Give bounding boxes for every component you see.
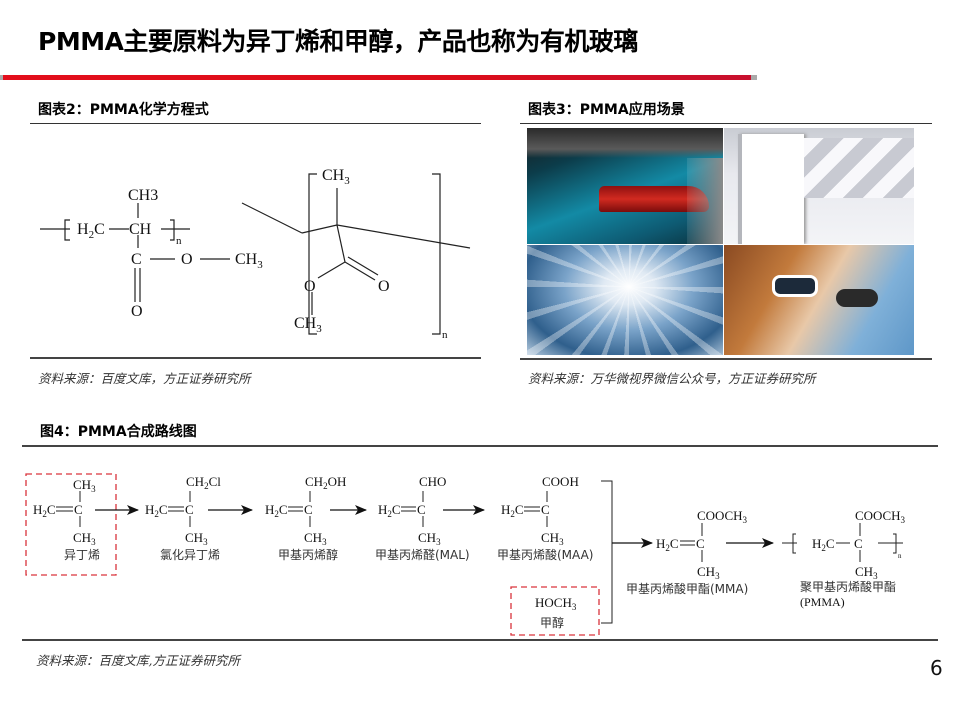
step6-top: COOCH3 bbox=[697, 508, 748, 525]
left-ester-o: O bbox=[181, 251, 193, 268]
step7-top: COOCH3 bbox=[855, 508, 906, 525]
step1-top: CH3 bbox=[73, 477, 96, 494]
left-carbonyl-o: O bbox=[131, 303, 143, 320]
svg-text:H2C: H2C bbox=[265, 502, 288, 519]
svg-text:C: C bbox=[185, 502, 194, 517]
lightbox-ceiling-photo bbox=[724, 128, 914, 244]
step2-top: CH2Cl bbox=[186, 474, 221, 491]
right-top-ch3: CH3 bbox=[322, 167, 350, 187]
step1-label: 异丁烯 bbox=[64, 548, 100, 562]
sunglasses-shape bbox=[772, 275, 818, 297]
step2-label: 氯化异丁烯 bbox=[160, 548, 220, 562]
car-taillight-photo bbox=[527, 128, 723, 244]
glass-dome-photo bbox=[527, 245, 723, 355]
reagent-formula: HOCH3 bbox=[535, 595, 577, 612]
step2-bottom: CH3 bbox=[185, 530, 208, 547]
figure3-top-rule bbox=[520, 123, 932, 124]
figure3-title: 图表3：PMMA应用场景 bbox=[528, 102, 685, 118]
figure3-source: 资料来源：万华微视界微信公众号，方正证券研究所 bbox=[528, 371, 816, 386]
methanol-highlight-box bbox=[510, 586, 600, 636]
right-methyl: CH3 bbox=[294, 315, 322, 335]
pmma-skeletal-structure bbox=[241, 173, 471, 335]
step5-top: COOH bbox=[542, 474, 579, 489]
right-carbonyl-o: O bbox=[378, 278, 390, 295]
svg-text:C: C bbox=[417, 502, 426, 517]
synthesis-route-diagram: CH3 H2C C CH3 异丁烯 CH2Cl H2C C CH3 氯化异丁烯 … bbox=[25, 473, 906, 636]
svg-text:H2C: H2C bbox=[145, 502, 168, 519]
step1-bottom: CH3 bbox=[73, 530, 96, 547]
right-ester-o: O bbox=[304, 278, 316, 295]
page-title: PMMA主要原料为异丁烯和甲醇，产品也称为有机玻璃 bbox=[38, 27, 638, 56]
left-top-ch3: CH3 bbox=[128, 187, 158, 204]
svg-text:H2C: H2C bbox=[378, 502, 401, 519]
figure4-title: 图4：PMMA合成路线图 bbox=[40, 424, 197, 440]
step4-top: CHO bbox=[419, 474, 446, 489]
left-ch: CH bbox=[129, 221, 152, 238]
svg-text:C: C bbox=[696, 536, 705, 551]
figure2-title: 图表2：PMMA化学方程式 bbox=[38, 102, 209, 118]
step6-label: 甲基丙烯酸甲酯(MMA) bbox=[626, 581, 748, 596]
isobutylene-highlight-box bbox=[25, 473, 117, 576]
page-number: 6 bbox=[930, 656, 943, 680]
step3-top: CH2OH bbox=[305, 474, 346, 491]
step7-label2: (PMMA) bbox=[800, 595, 845, 609]
step4-bottom: CH3 bbox=[418, 530, 441, 547]
figure2-structures: CH3 H2C CH n C O CH3 O CH3 O O CH3 n bbox=[40, 167, 471, 341]
step1-left: H2C bbox=[33, 502, 56, 519]
svg-text:C: C bbox=[304, 502, 313, 517]
step7-repeat-n: n bbox=[898, 552, 902, 560]
svg-text:H2C: H2C bbox=[501, 502, 524, 519]
left-repeat-n: n bbox=[176, 235, 182, 247]
step5-label: 甲基丙烯酸(MAA) bbox=[497, 547, 593, 562]
figure2-top-rule bbox=[30, 123, 481, 124]
figure2-bottom-rule bbox=[30, 357, 481, 359]
svg-text:C: C bbox=[541, 502, 550, 517]
svg-text:H2C: H2C bbox=[656, 536, 679, 553]
step3-bottom: CH3 bbox=[304, 530, 327, 547]
step3-label: 甲基丙烯醇 bbox=[278, 547, 338, 562]
svg-text:C: C bbox=[854, 536, 863, 551]
figure4-bottom-rule bbox=[22, 639, 938, 641]
left-methyl: CH3 bbox=[235, 251, 263, 271]
title-underline-bar bbox=[3, 75, 751, 80]
step7-bottom: CH3 bbox=[855, 564, 878, 581]
merge-bracket bbox=[601, 480, 613, 624]
step5-bottom: CH3 bbox=[541, 530, 564, 547]
pmma-condensed-structure bbox=[40, 203, 230, 302]
title-bar-cap bbox=[751, 75, 757, 80]
figure4-source: 资料来源：百度文库,方正证券研究所 bbox=[36, 653, 240, 668]
svg-text:H2C: H2C bbox=[812, 536, 835, 553]
figure4-top-rule bbox=[22, 445, 938, 447]
step7-label: 聚甲基丙烯酸甲酯 bbox=[800, 579, 896, 594]
right-repeat-n: n bbox=[442, 329, 448, 341]
lightbox-panel bbox=[738, 134, 804, 244]
reagent-label: 甲醇 bbox=[540, 615, 564, 630]
figure2-source: 资料来源：百度文库，方正证券研究所 bbox=[38, 371, 251, 386]
figure3-bottom-rule bbox=[520, 358, 932, 360]
left-h2c: H2C bbox=[77, 221, 105, 241]
step6-bottom: CH3 bbox=[697, 564, 720, 581]
title-bar-cap bbox=[0, 75, 3, 80]
left-carbonyl-c: C bbox=[131, 251, 142, 268]
sunglasses-couple-photo bbox=[724, 245, 914, 355]
svg-text:C: C bbox=[74, 502, 83, 517]
step4-label: 甲基丙烯醛(MAL) bbox=[375, 547, 470, 562]
